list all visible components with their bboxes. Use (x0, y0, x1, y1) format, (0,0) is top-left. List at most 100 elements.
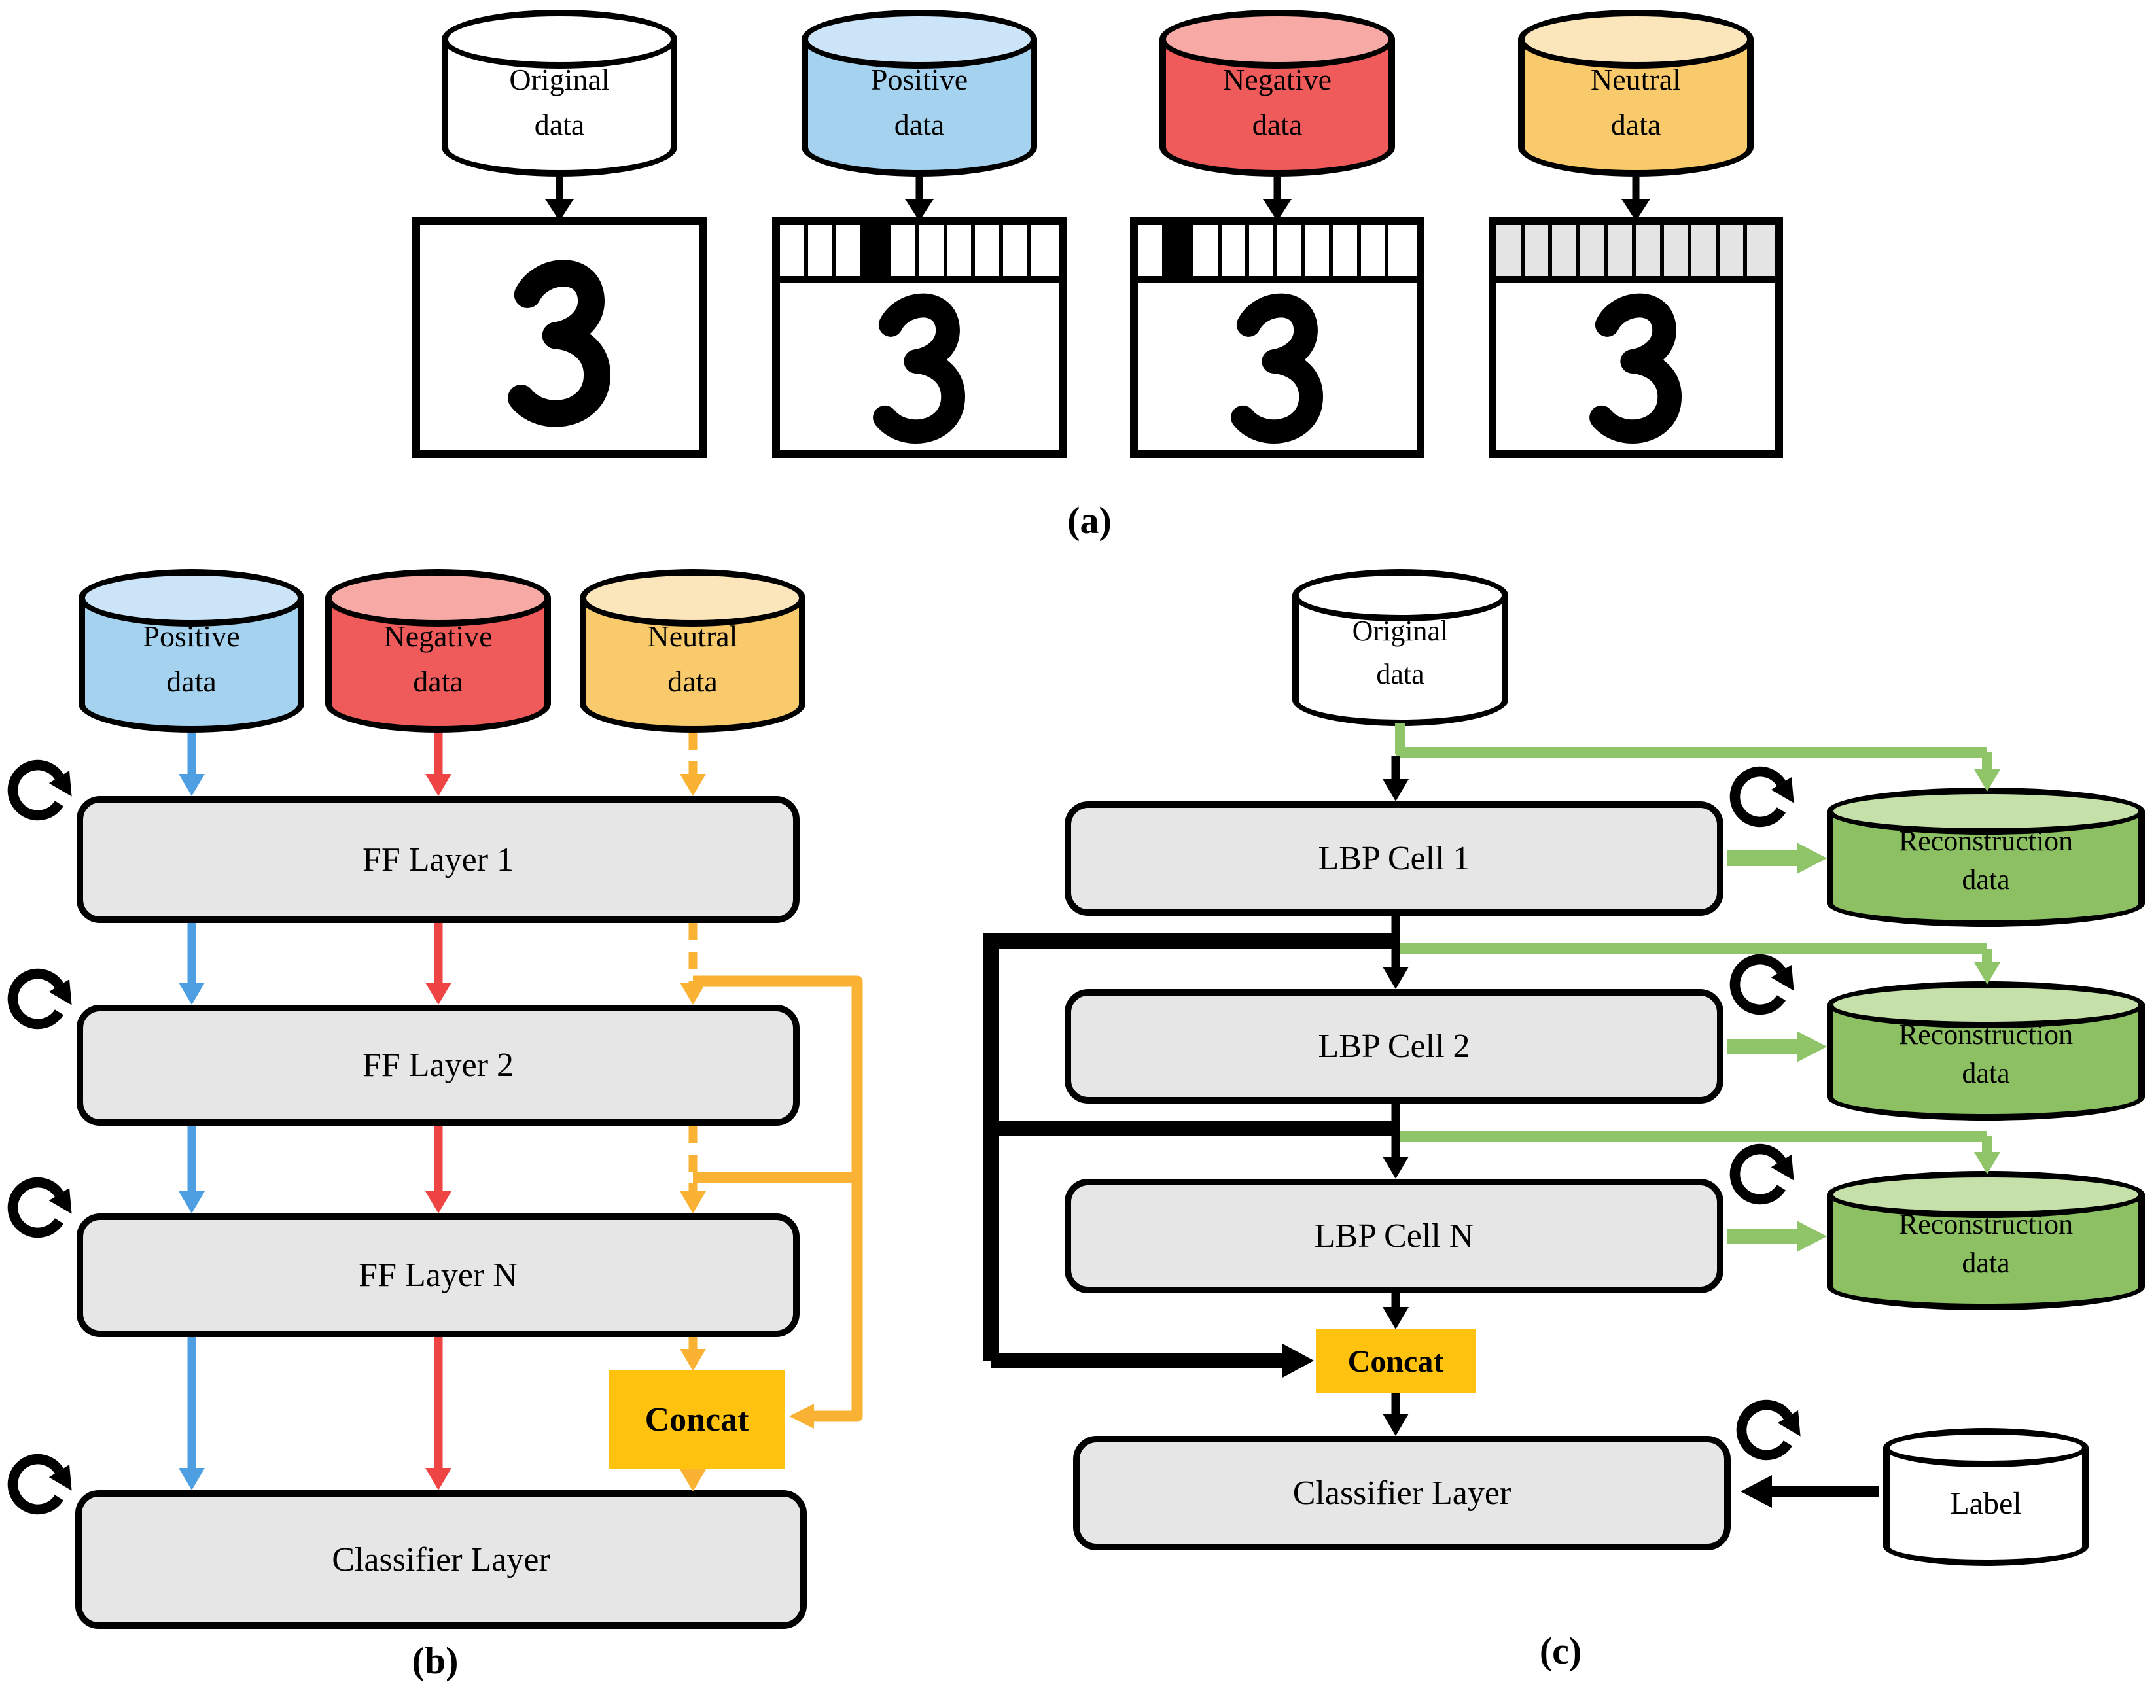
caption-b: (b) (412, 1639, 459, 1682)
digit-3-image (1231, 293, 1323, 444)
cylinder-label: Reconstruction data (1898, 1208, 2074, 1280)
cylinder-label: Original data (509, 63, 610, 141)
ff-layer-n-label: FF Layer N (359, 1257, 518, 1294)
cylinder-positive-data-a: Positive data (802, 10, 1037, 177)
image-box-positive (772, 217, 1067, 458)
strip-cell (1277, 225, 1305, 276)
cylinder-top (802, 10, 1037, 69)
cylinder-positive-data-b: Positive data (79, 569, 304, 733)
strip-cell (1691, 225, 1720, 276)
strip-cell (1360, 225, 1389, 276)
cylinder-label: Positive data (870, 63, 968, 141)
loop-icon-ff-layer-n (12, 1183, 71, 1233)
label-to-classifier-arrow (1741, 1475, 1879, 1508)
strip-cell (975, 225, 1003, 276)
cylinder-neutral-data-b: Neutral data (580, 569, 805, 733)
caption-c: (c) (1539, 1630, 1582, 1672)
concat-label-c: Concat (1347, 1344, 1444, 1379)
cylinder-label-store: Label (1883, 1428, 2089, 1566)
cylinder-label: Positive data (143, 619, 240, 698)
cylinder-top (1292, 569, 1508, 621)
lbp-cell-2-box: LBP Cell 2 (1065, 989, 1723, 1104)
cylinder-label: Reconstruction data (1898, 1019, 2074, 1090)
strip-cell (863, 225, 892, 276)
strip-cell (807, 225, 836, 276)
loop-icon-classifier-b (12, 1459, 71, 1510)
strip-cell (1552, 225, 1580, 276)
strip-cell (891, 225, 919, 276)
loop-icon-lbp-cell-1 (1735, 772, 1794, 822)
concat-box-b: Concat (609, 1370, 785, 1469)
cylinder-original-data-a: Original data (442, 10, 677, 177)
cylinder-top (79, 569, 304, 627)
cylinder-reconstruction-data-1: Reconstruction data (1827, 788, 2145, 927)
cylinder-top (442, 10, 677, 69)
strip-cell (1165, 225, 1194, 276)
cylinder-reconstruction-data-2: Reconstruction data (1827, 981, 2145, 1121)
strip-cell (1388, 225, 1417, 276)
lbp-cell-1-label: LBP Cell 1 (1318, 840, 1470, 877)
arrow-neutral-to-box (1621, 177, 1650, 221)
loop-icon-classifier-c (1741, 1405, 1800, 1455)
cylinder-label: Negative data (383, 619, 493, 698)
lbp-cell-n-box: LBP Cell N (1065, 1179, 1723, 1293)
cylinder-label: Negative data (1222, 63, 1332, 141)
arrow-positive-to-box (905, 177, 934, 221)
cylinder-label: Reconstruction data (1898, 825, 2074, 896)
cylinder-top (1518, 10, 1754, 69)
cylinder-reconstruction-data-3: Reconstruction data (1827, 1171, 2145, 1310)
strip-cell (1249, 225, 1277, 276)
loop-icon-ff-layer-2 (12, 974, 71, 1024)
cylinder-label: Original data (1352, 615, 1449, 690)
cylinder-label: Neutral data (647, 619, 738, 698)
classifier-label-b: Classifier Layer (332, 1541, 550, 1578)
label-strip-neutral (1496, 225, 1775, 283)
strip-cell (1002, 225, 1031, 276)
image-box-neutral (1489, 217, 1783, 458)
strip-cell (1608, 225, 1636, 276)
classifier-label-c: Classifier Layer (1292, 1474, 1511, 1512)
cylinder-top (1827, 981, 2145, 1028)
label-strip-negative (1138, 225, 1417, 283)
cylinder-negative-data-b: Negative data (325, 569, 551, 733)
strip-cell (1747, 225, 1775, 276)
loop-icon-lbp-cell-2 (1735, 960, 1794, 1010)
lbp-cell-1-box: LBP Cell 1 (1065, 801, 1723, 916)
loop-icon-ff-layer-1 (12, 765, 71, 816)
ff-layer-1-box: FF Layer 1 (77, 796, 800, 923)
caption-a: (a) (1067, 499, 1112, 542)
strip-cell (836, 225, 864, 276)
arrow-original-to-box (545, 177, 574, 221)
cylinder-label: Neutral data (1591, 63, 1681, 141)
cylinder-top (1883, 1428, 2089, 1467)
image-box-original (412, 217, 707, 458)
digit-3-image (873, 293, 965, 444)
strip-cell (1193, 225, 1222, 276)
lbp-cell-2-label: LBP Cell 2 (1318, 1028, 1470, 1065)
loop-icon-lbp-cell-n (1735, 1149, 1794, 1200)
strip-cell (1524, 225, 1553, 276)
cylinder-negative-data-a: Negative data (1159, 10, 1395, 177)
strip-cell (1138, 225, 1166, 276)
cylinder-top (580, 569, 805, 627)
strip-cell (919, 225, 947, 276)
ff-layer-2-label: FF Layer 2 (362, 1047, 514, 1084)
strip-cell (1580, 225, 1608, 276)
cylinder-label: Label (1950, 1486, 2022, 1521)
strip-cell (1333, 225, 1361, 276)
cylinder-top (1827, 1171, 2145, 1218)
strip-cell (947, 225, 976, 276)
concat-box-c: Concat (1316, 1329, 1476, 1393)
lbp-cell-n-label: LBP Cell N (1314, 1217, 1474, 1255)
strip-cell (1663, 225, 1692, 276)
digit-3-image (1589, 293, 1682, 444)
cylinder-neutral-data-a: Neutral data (1518, 10, 1754, 177)
classifier-layer-box-c: Classifier Layer (1073, 1436, 1731, 1550)
cylinder-original-data-c: Original data (1292, 569, 1508, 726)
ff-layer-2-box: FF Layer 2 (77, 1005, 800, 1126)
label-strip-positive (780, 225, 1059, 283)
digit-3-image (508, 260, 610, 427)
classifier-layer-box-b: Classifier Layer (75, 1490, 807, 1629)
cylinder-top (1827, 788, 2145, 835)
